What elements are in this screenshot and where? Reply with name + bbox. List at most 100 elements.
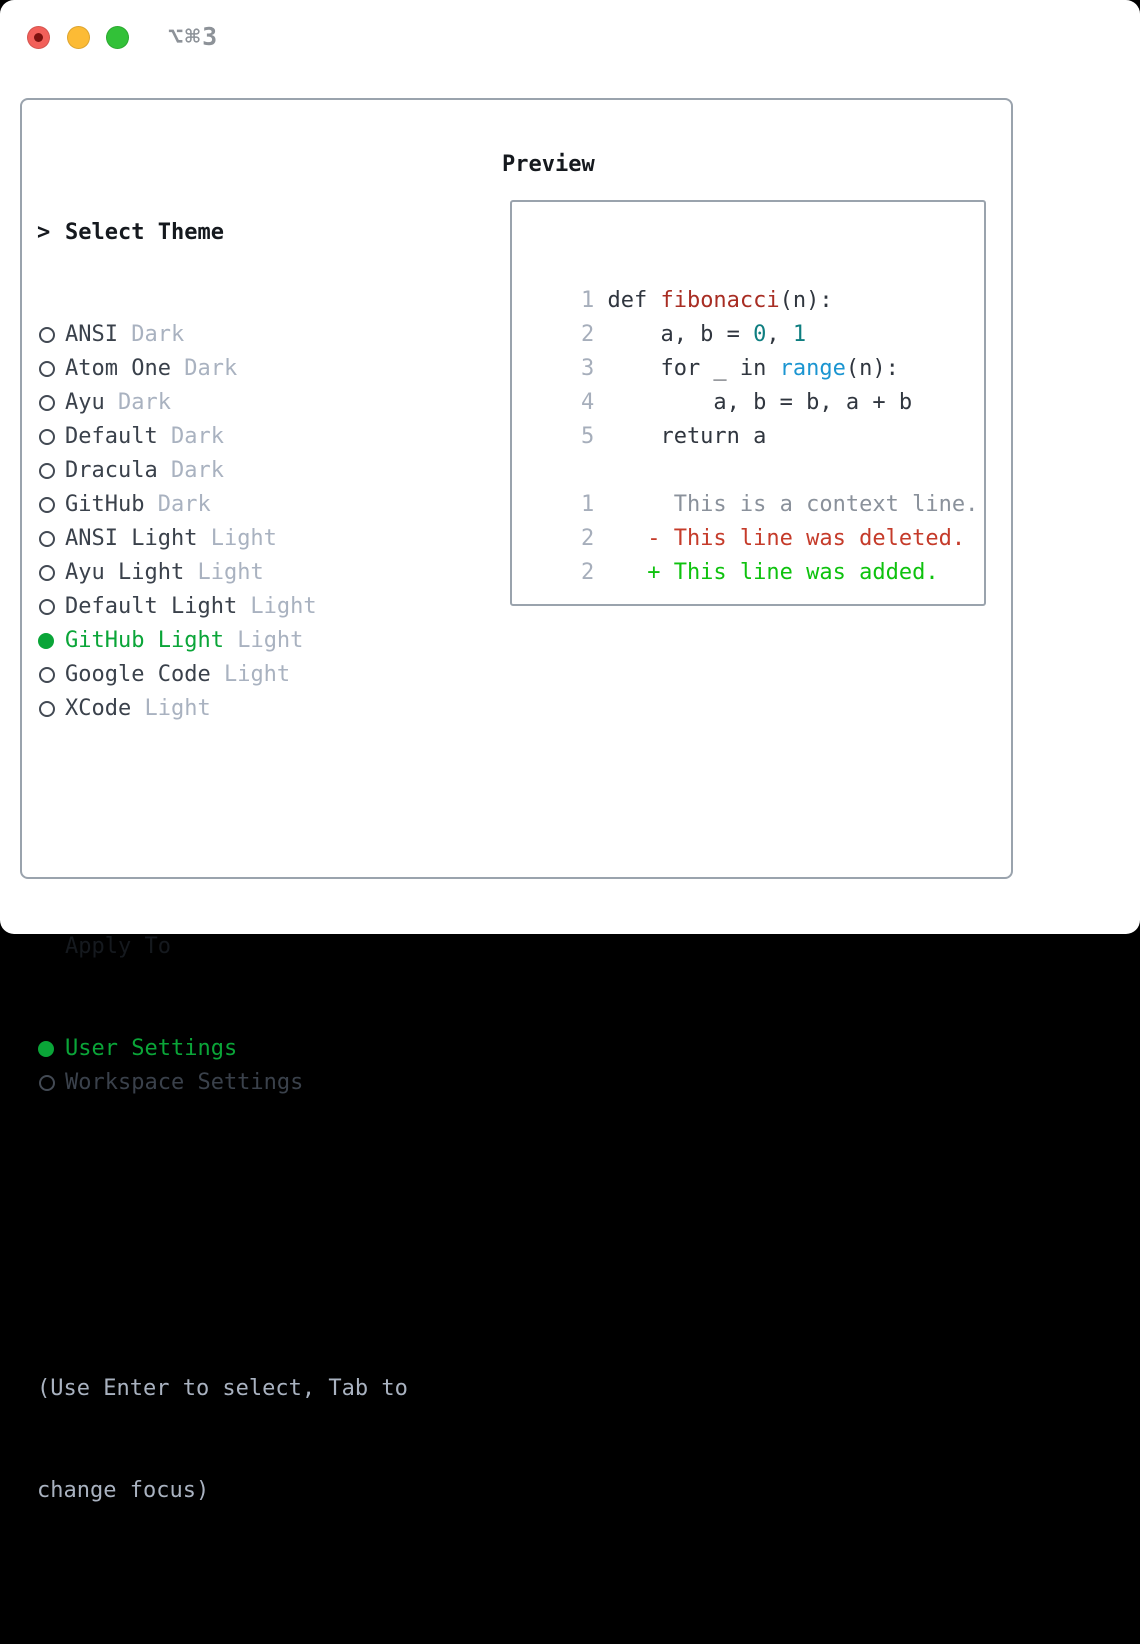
code-segment-added: + This line was added.	[607, 560, 939, 585]
theme-option-label: Google Code	[65, 662, 211, 687]
radio-icon	[39, 429, 55, 445]
radio-selected-icon	[38, 633, 54, 649]
minimize-button[interactable]	[67, 26, 90, 49]
code-line: 2 a, b = 0, 1	[528, 284, 978, 347]
theme-option-label: GitHub Light	[65, 628, 224, 653]
radio-icon	[39, 463, 55, 479]
code-preview: 1 def fibonacci(n): 2 a, b = 0, 1 3 for _…	[528, 250, 978, 585]
title-bar: ⌥⌘3	[0, 0, 1140, 74]
variant-tag: Dark	[157, 458, 224, 483]
code-line: 4 a, b = b, a + b	[528, 352, 978, 415]
theme-option-atom-one[interactable]: Atom One Dark	[37, 352, 408, 386]
variant-tag: Dark	[117, 322, 185, 347]
apply-to-options: User Settings Workspace Settings	[37, 1032, 408, 1100]
line-number: 3	[580, 356, 595, 381]
theme-option-label: Ayu	[65, 390, 105, 415]
apply-option-workspace-settings[interactable]: Workspace Settings	[37, 1066, 408, 1100]
code-line: 1 This is a context line.	[528, 454, 978, 517]
help-text: (Use Enter to select, Tab to change focu…	[37, 1304, 408, 1576]
variant-tag: Dark	[104, 390, 171, 415]
radio-icon	[39, 599, 55, 615]
help-text-line: (Use Enter to select, Tab to	[37, 1376, 408, 1401]
variant-tag: Dark	[170, 356, 238, 381]
theme-option-ansi[interactable]: ANSI Dark	[37, 318, 408, 352]
variant-tag: Light	[223, 628, 304, 653]
code-segment-code: def	[607, 288, 661, 313]
theme-option-default[interactable]: Default Dark	[37, 420, 408, 454]
theme-option-ayu-light[interactable]: Ayu Light Light	[37, 556, 408, 590]
code-segment-code: for _ in	[607, 356, 780, 381]
apply-to-header-row: Apply To	[37, 930, 408, 964]
theme-selector: >Select Theme ANSI Dark Atom One Dark Ay…	[37, 148, 408, 1644]
code-line: 1 def fibonacci(n):	[528, 250, 978, 313]
line-number: 2	[580, 526, 595, 551]
apply-to-section: Apply To User Settings Workspace Setting…	[37, 862, 408, 1168]
variant-tag: Dark	[144, 492, 211, 517]
theme-option-label: XCode	[65, 696, 132, 721]
radio-icon	[39, 701, 55, 717]
code-segment-code: ,	[766, 322, 793, 347]
line-number: 5	[580, 424, 595, 449]
theme-option-xcode[interactable]: XCode Light	[37, 692, 408, 726]
line-number: 2	[580, 560, 595, 585]
preview-panel: 1 def fibonacci(n): 2 a, b = 0, 1 3 for _…	[510, 200, 986, 606]
code-segment-function: fibonacci	[660, 288, 780, 313]
settings-panel: >Select Theme ANSI Dark Atom One Dark Ay…	[20, 98, 1013, 1503]
radio-icon	[39, 361, 55, 377]
app-window: ⌥⌘3 >Select Theme ANSI Dark Atom One Dar…	[0, 0, 1140, 1503]
code-line: 2 - This line was deleted.	[528, 488, 978, 551]
theme-option-dracula[interactable]: Dracula Dark	[37, 454, 408, 488]
theme-option-label: ANSI	[65, 322, 118, 347]
code-segment-number: 1	[792, 322, 807, 347]
code-segment-code: a, b =	[607, 322, 754, 347]
theme-option-label: Atom One	[65, 356, 171, 381]
theme-option-label: ANSI Light	[65, 526, 198, 551]
radio-icon	[39, 395, 55, 411]
code-segment-code: a, b = b, a + b	[607, 390, 913, 415]
variant-tag: Light	[184, 560, 264, 585]
variant-tag: Light	[237, 594, 317, 619]
radio-icon	[39, 327, 55, 343]
variant-tag: Light	[197, 526, 277, 551]
line-number: 1	[580, 492, 595, 517]
theme-option-github-light[interactable]: GitHub Light Light	[37, 624, 408, 658]
theme-option-ansi-light[interactable]: ANSI Light Light	[37, 522, 408, 556]
variant-tag: Light	[131, 696, 211, 721]
variant-tag: Dark	[157, 424, 224, 449]
code-line: 5 return a	[528, 386, 978, 449]
zoom-button[interactable]	[106, 26, 129, 49]
code-line: 3 for _ in range(n):	[528, 318, 978, 381]
close-button[interactable]	[27, 26, 50, 49]
code-segment-deleted: - This line was deleted.	[607, 526, 966, 551]
theme-option-label: Ayu Light	[65, 560, 185, 585]
theme-list-title: Select Theme	[65, 220, 224, 245]
theme-list-header: >Select Theme	[37, 216, 408, 250]
apply-option-user-settings[interactable]: User Settings	[37, 1032, 408, 1066]
theme-option-google-code[interactable]: Google Code Light	[37, 658, 408, 692]
code-segment-number: 0	[753, 322, 767, 347]
help-text-line: change focus)	[37, 1478, 210, 1503]
apply-option-label: Workspace Settings	[65, 1070, 304, 1095]
apply-option-label: User Settings	[65, 1036, 238, 1061]
theme-option-label: Default	[65, 424, 158, 449]
code-line: 2 + This line was added.	[528, 522, 978, 585]
theme-option-github[interactable]: GitHub Dark	[37, 488, 408, 522]
apply-to-title: Apply To	[65, 934, 171, 959]
radio-icon	[39, 565, 55, 581]
theme-list: ANSI Dark Atom One Dark Ayu Dark Default…	[37, 318, 408, 726]
radio-icon	[39, 667, 55, 683]
line-number: 4	[580, 390, 595, 415]
code-segment-code: (n):	[779, 288, 833, 313]
theme-option-label: Default Light	[65, 594, 238, 619]
preview-title: Preview	[502, 152, 595, 177]
code-segment-context: This is a context line.	[607, 492, 979, 517]
theme-option-default-light[interactable]: Default Light Light	[37, 590, 408, 624]
theme-option-ayu[interactable]: Ayu Dark	[37, 386, 408, 420]
theme-option-label: Dracula	[65, 458, 158, 483]
line-number: 2	[580, 322, 595, 347]
variant-tag: Light	[210, 662, 291, 687]
radio-selected-icon	[38, 1041, 54, 1057]
code-segment-code: return a	[607, 424, 767, 449]
code-segment-builtin: range	[779, 356, 846, 381]
line-number: 1	[580, 288, 595, 313]
